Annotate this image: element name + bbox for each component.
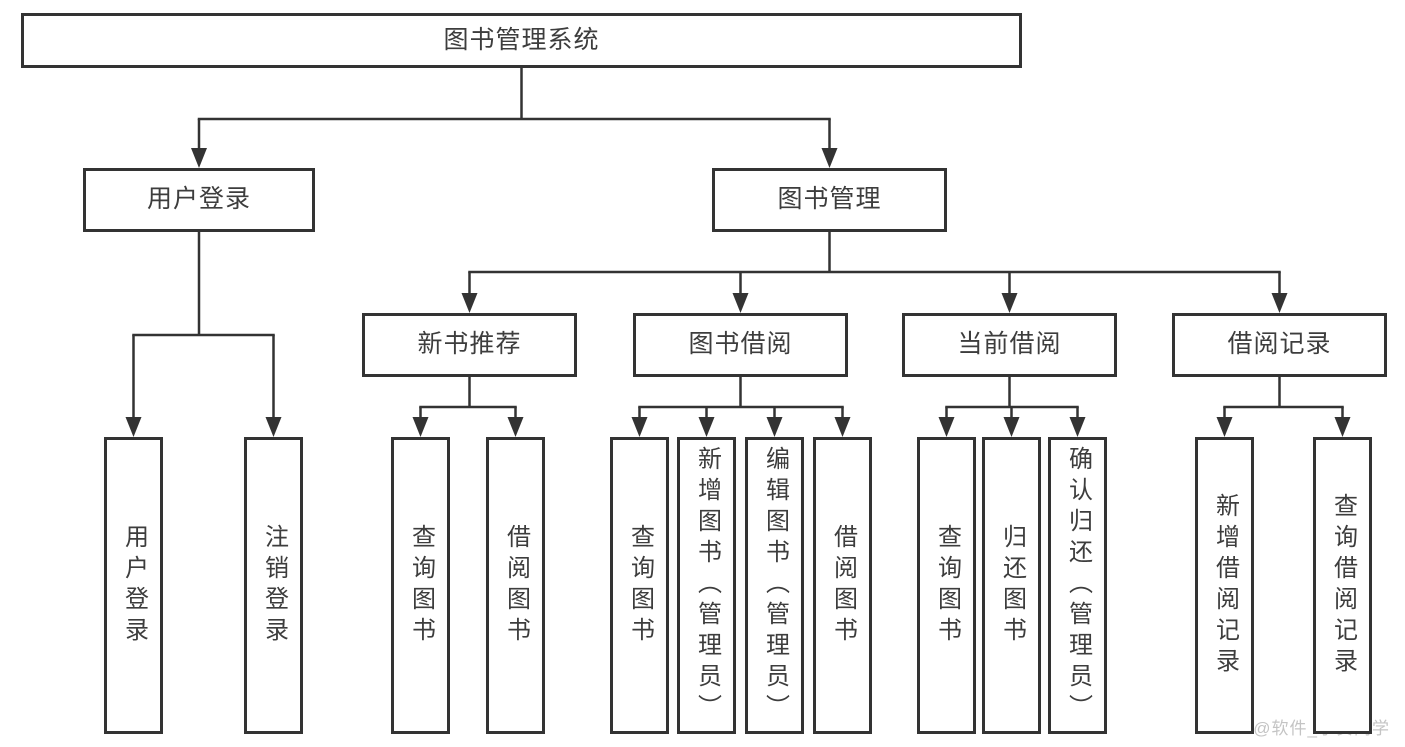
arrowhead-icon (732, 293, 749, 313)
arrowhead-icon (125, 417, 142, 437)
arrowhead-icon (1271, 293, 1288, 313)
node-leaf-cb-confirm-label: 确认归还（管理员） (1064, 446, 1092, 725)
arrowhead-icon (1003, 417, 1020, 437)
node-leaf-bb-edit: 编辑图书（管理员） (745, 437, 804, 734)
node-book-borrow-label: 图书借阅 (688, 330, 793, 359)
node-leaf-bb-add-label: 新增图书（管理员） (693, 446, 721, 725)
node-leaf-nb-borrow-label: 借阅图书 (502, 523, 530, 648)
arrowhead-icon (507, 417, 524, 437)
node-leaf-user-login: 用户登录 (104, 437, 163, 734)
node-leaf-cb-return-label: 归还图书 (998, 523, 1026, 648)
node-leaf-br-add-label: 新增借阅记录 (1211, 492, 1239, 679)
arrowhead-icon (1334, 417, 1351, 437)
node-borrow-records: 借阅记录 (1172, 313, 1387, 377)
node-leaf-nb-query: 查询图书 (391, 437, 450, 734)
node-leaf-nb-borrow: 借阅图书 (486, 437, 545, 734)
node-leaf-bb-borrow: 借阅图书 (813, 437, 872, 734)
node-leaf-bb-query: 查询图书 (610, 437, 669, 734)
node-root-label: 图书管理系统 (443, 25, 600, 54)
node-leaf-nb-query-label: 查询图书 (407, 523, 435, 648)
node-leaf-cb-confirm: 确认归还（管理员） (1048, 437, 1107, 734)
node-leaf-bb-add: 新增图书（管理员） (677, 437, 736, 734)
node-leaf-user-login-label: 用户登录 (120, 523, 148, 648)
arrowhead-icon (821, 148, 838, 168)
arrowhead-icon (265, 417, 282, 437)
arrowhead-icon (1069, 417, 1086, 437)
node-borrow-records-label: 借阅记录 (1227, 330, 1332, 359)
node-leaf-cb-return: 归还图书 (982, 437, 1041, 734)
node-leaf-cb-query-label: 查询图书 (933, 523, 961, 648)
arrowhead-icon (938, 417, 955, 437)
arrowhead-icon (412, 417, 429, 437)
node-book-mgmt-label: 图书管理 (777, 185, 882, 214)
node-leaf-bb-query-label: 查询图书 (626, 523, 654, 648)
node-user-login-label: 用户登录 (146, 185, 251, 214)
node-user-login: 用户登录 (83, 168, 315, 232)
node-leaf-cb-query: 查询图书 (917, 437, 976, 734)
arrowhead-icon (191, 148, 207, 168)
arrowhead-icon (1216, 417, 1233, 437)
node-new-book-rec: 新书推荐 (362, 313, 577, 377)
node-leaf-bb-edit-label: 编辑图书（管理员） (761, 446, 789, 725)
arrowhead-icon (698, 417, 715, 437)
arrowhead-icon (834, 417, 851, 437)
node-book-mgmt: 图书管理 (712, 168, 947, 232)
node-leaf-br-add: 新增借阅记录 (1195, 437, 1254, 734)
node-leaf-logout-label: 注销登录 (260, 523, 288, 648)
node-book-borrow: 图书借阅 (633, 313, 848, 377)
node-current-borrow-label: 当前借阅 (957, 330, 1062, 359)
node-leaf-br-query: 查询借阅记录 (1313, 437, 1372, 734)
node-root: 图书管理系统 (21, 13, 1022, 68)
arrowhead-icon (461, 293, 478, 313)
node-leaf-br-query-label: 查询借阅记录 (1329, 492, 1357, 679)
arrowhead-icon (766, 417, 783, 437)
arrowhead-icon (1001, 293, 1018, 313)
node-new-book-rec-label: 新书推荐 (417, 330, 522, 359)
arrowhead-icon (631, 417, 648, 437)
node-current-borrow: 当前借阅 (902, 313, 1117, 377)
node-leaf-bb-borrow-label: 借阅图书 (829, 523, 857, 648)
node-leaf-logout: 注销登录 (244, 437, 303, 734)
